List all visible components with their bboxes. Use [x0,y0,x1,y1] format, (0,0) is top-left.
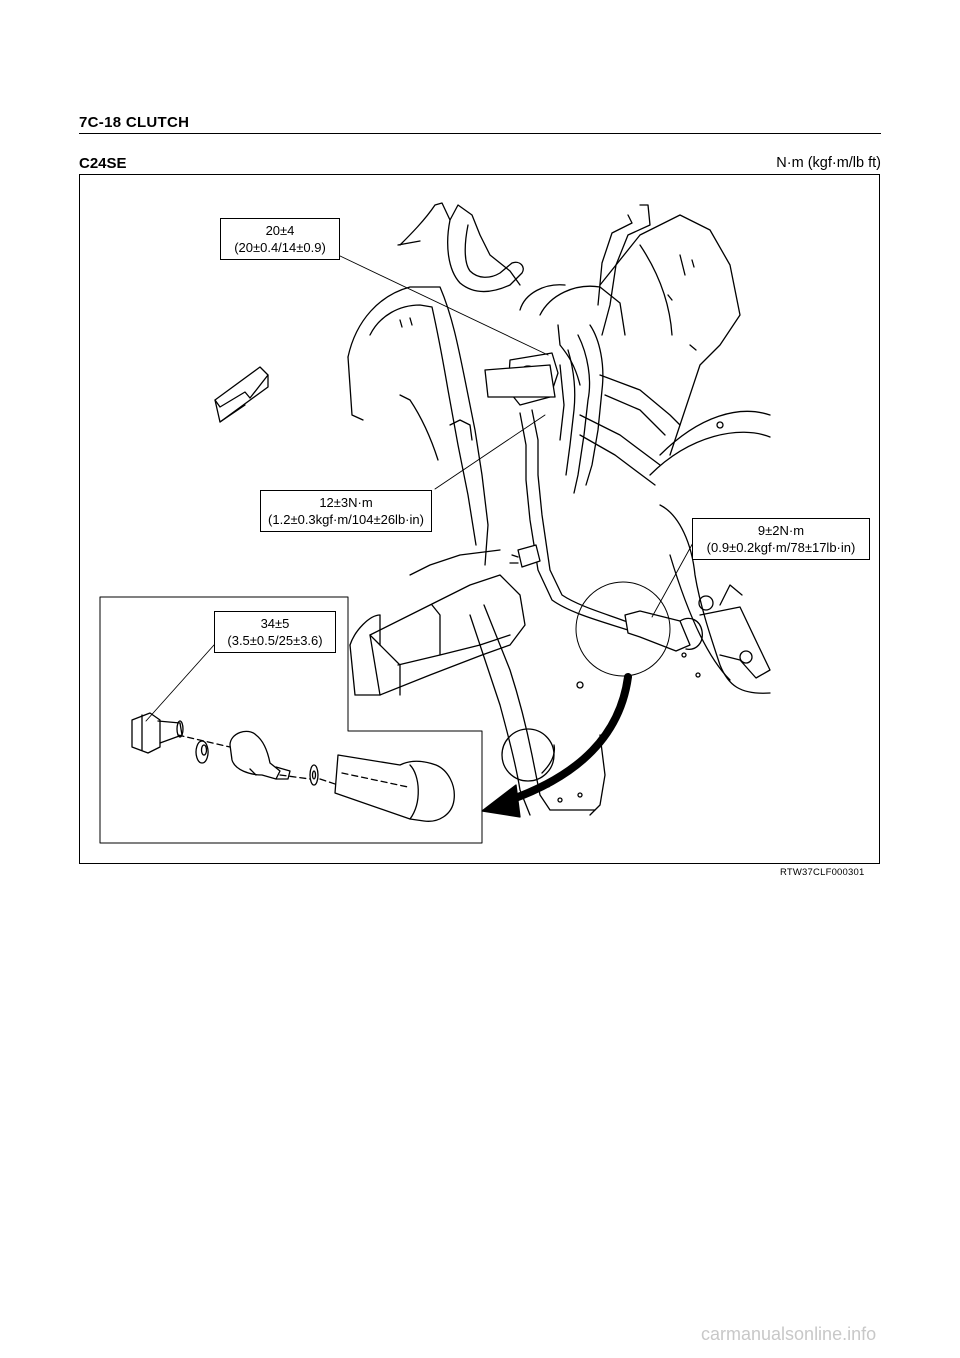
brake-pipes [601,204,651,336]
slave-cylinder-body [334,754,455,822]
wheel-well-right [659,410,771,456]
diagram-drawing [99,202,771,844]
torque-units: N·m (kgf·m/lb ft) [776,155,881,171]
torque-callout-middle: 12±3N·m (1.2±0.3kgf·m/104±26lb·in) [260,490,432,532]
torque-callout-right: 9±2N·m (0.9±0.2kgf·m/78±17lb·in) [692,518,870,560]
zoom-arrow [506,673,632,804]
header-rule [79,133,881,134]
wheel-arch-lower [483,604,596,811]
frame-rail-lower [369,574,526,696]
leader-inset [145,644,215,722]
section-title: C24SE [79,155,127,172]
hose-loop [447,219,524,293]
leader-middle [434,414,546,490]
leader-top [337,254,549,356]
torque-callout-inset: 34±5 (3.5±0.5/25±3.6) [214,611,336,653]
inset-parts [131,712,455,822]
frame-rail-right [599,214,741,456]
body-panel [347,286,489,566]
inset-frame [99,596,483,844]
gasket-1 [195,740,209,764]
leader-right [651,540,695,618]
front-direction-arrow [214,366,269,408]
slave-cylinder [624,610,691,652]
union-bolt [131,712,161,754]
torque-callout-top: 20±4 (20±0.4/14±0.9) [220,218,340,260]
clutch-hose [531,409,631,624]
page-header: 7C-18 CLUTCH [79,114,190,131]
figure-id: RTW37CLF000301 [780,867,865,878]
watermark: carmanualsonline.info [701,1324,877,1344]
clutch-diagram: 20±4 (20±0.4/14±0.9) 12±3N·m (1.2±0.3kgf… [79,174,880,864]
banjo-fitting [229,730,281,780]
